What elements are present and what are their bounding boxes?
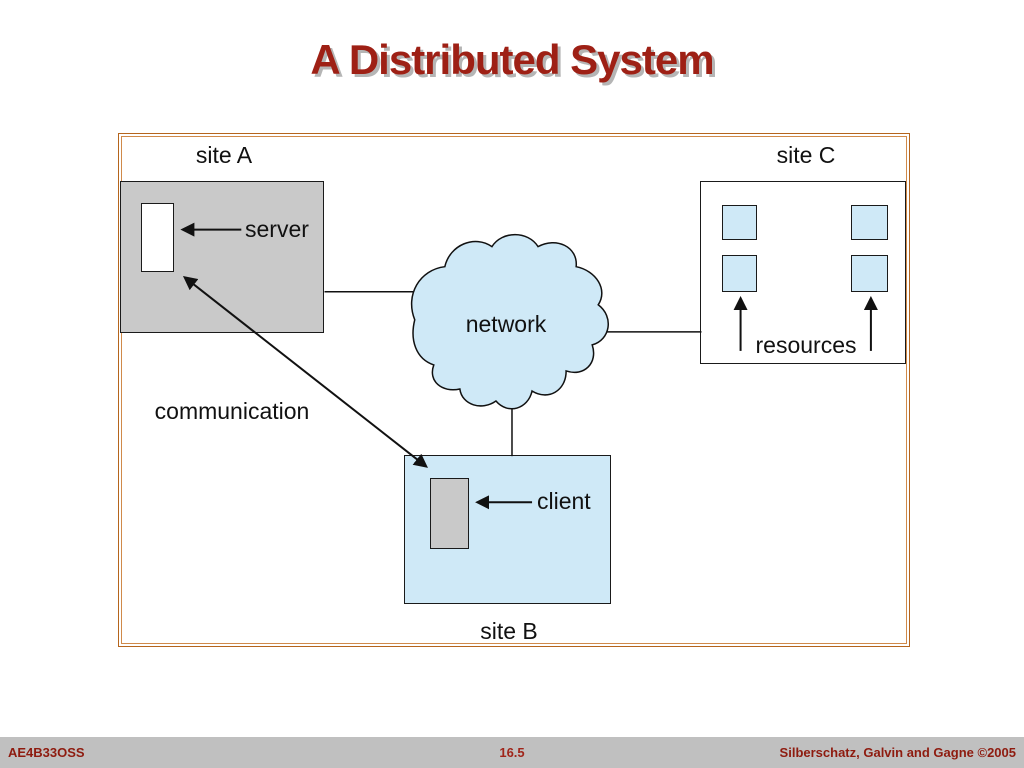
resource-square-top-left [722, 205, 757, 240]
network-cloud [410, 233, 609, 410]
site-a-label: site A [195, 142, 253, 168]
site-c-label: site C [776, 142, 836, 168]
diagram-overlay [180, 222, 878, 510]
resources-label: resources [755, 332, 857, 358]
server-label: server [245, 216, 309, 242]
footer-course-code: AE4B33OSS [8, 745, 85, 760]
communication-arrow [182, 275, 428, 468]
communication-label: communication [154, 398, 310, 424]
network-label: network [465, 311, 547, 337]
diagram-frame: site A site C server network resources c… [118, 133, 910, 647]
client-rectangle [430, 478, 469, 549]
resource-square-top-right [851, 205, 888, 240]
resource-square-bottom-right [851, 255, 888, 292]
footer-page-number: 16.5 [499, 745, 525, 760]
slide-title: A Distributed System [310, 36, 714, 83]
footer-bar: AE4B33OSS 16.5 Silberschatz, Galvin and … [0, 737, 1024, 768]
resource-square-bottom-left [722, 255, 757, 292]
site-b-label: site B [480, 618, 538, 644]
server-rectangle [141, 203, 174, 272]
client-label: client [537, 488, 591, 514]
footer-credit: Silberschatz, Galvin and Gagne ©2005 [779, 745, 1016, 760]
